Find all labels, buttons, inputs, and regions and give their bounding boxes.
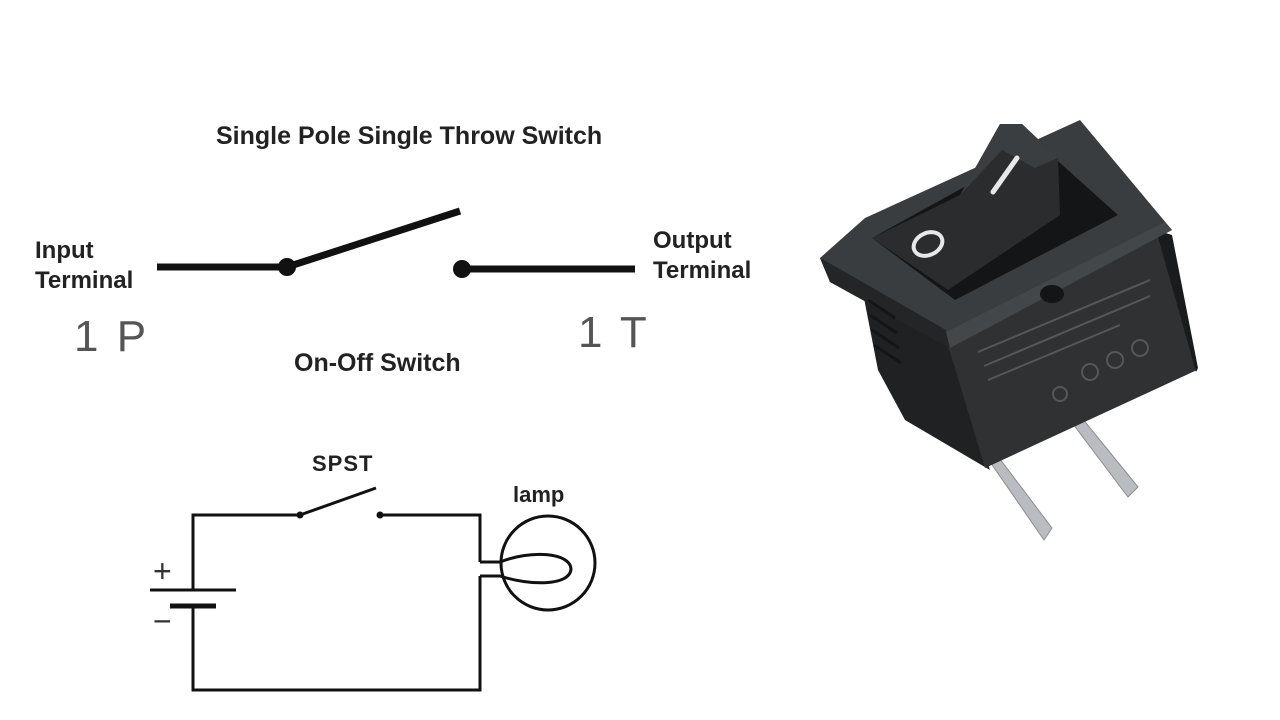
lamp-filament	[480, 552, 573, 585]
bezel-front-lip	[820, 258, 950, 348]
lamp-circuit	[150, 486, 597, 692]
lamp-bulb-circle	[499, 514, 597, 612]
on-symbol-icon	[990, 155, 1020, 195]
circuit-switch-dot-right	[376, 511, 384, 519]
molded-text-marks	[977, 279, 1151, 402]
body-front-face	[948, 232, 1197, 468]
switch-type-label: On-Off Switch	[294, 349, 461, 377]
circuit-wire-left-top	[191, 513, 300, 590]
body-right-edge	[1156, 230, 1198, 372]
battery-minus-sign: −	[153, 603, 172, 639]
input-terminal-label: Input Terminal	[35, 236, 133, 296]
circuit-switch-label: SPST	[312, 451, 374, 476]
rocker-paddle-highlight	[960, 124, 1058, 195]
circuit-switch-blade	[299, 486, 377, 517]
input-terminal-line-2: Terminal	[35, 267, 134, 294]
battery-plus-sign: +	[153, 553, 172, 589]
throw-contact-dot	[453, 260, 471, 278]
bezel-right-lip	[946, 222, 1172, 348]
switch-blade	[285, 207, 462, 271]
pin-right	[1069, 417, 1139, 498]
output-terminal-label: Output Terminal	[653, 226, 751, 286]
rocker-switch-illustration	[820, 120, 1198, 541]
off-symbol-icon	[911, 230, 945, 258]
body-left-side	[862, 288, 990, 470]
pole-contact-dot	[278, 258, 296, 276]
input-terminal-line-1: Input	[35, 237, 94, 264]
pole-count-label: 1 P	[74, 312, 150, 361]
diagram-title: Single Pole Single Throw Switch	[216, 122, 603, 150]
output-terminal-line-2: Terminal	[653, 257, 752, 284]
side-ribs	[867, 298, 902, 365]
lamp-label: lamp	[513, 482, 565, 507]
throw-count-label: 1 T	[578, 308, 650, 357]
output-terminal-line-1: Output	[653, 227, 732, 254]
circuit-wire-right-top	[380, 513, 482, 562]
mold-dot	[1040, 285, 1064, 303]
circuit-switch-dot-left	[296, 511, 304, 519]
circuit-wire-bottom	[191, 576, 482, 692]
spst-schematic	[157, 207, 635, 273]
